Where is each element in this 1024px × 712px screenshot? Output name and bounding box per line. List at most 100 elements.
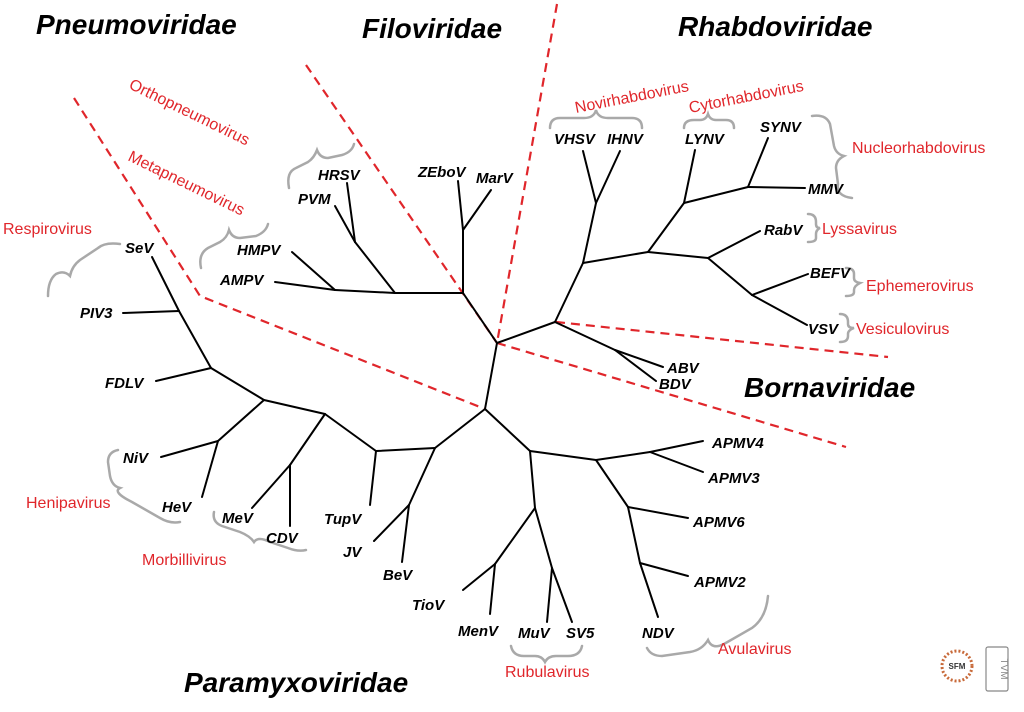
branch <box>707 257 753 296</box>
genus-label-orthopneumovirus: Orthopneumovirus <box>126 76 252 149</box>
leaf-label-pvm: PVM <box>298 191 331 208</box>
genus-label-respirovirus: Respirovirus <box>3 221 92 238</box>
branch <box>582 251 649 264</box>
brace-novirhabdovirus <box>548 109 644 130</box>
tree-branches <box>122 137 809 623</box>
branch <box>434 408 486 449</box>
divider-pneumo-filo <box>305 64 498 344</box>
leaf-label-lynv: LYNV <box>685 131 726 148</box>
branch <box>747 186 806 189</box>
tvm-logo: TVM <box>985 646 1009 692</box>
leaf-label-menv: MenV <box>458 623 500 640</box>
genus-label-novirhabdovirus: Novirhabdovirus <box>574 78 691 117</box>
family-labels: Pneumoviridae Filoviridae Rhabdoviridae … <box>36 9 915 698</box>
branch <box>529 450 536 509</box>
branch <box>595 459 629 508</box>
branch <box>595 150 621 204</box>
brace-morbillivirus <box>212 510 308 552</box>
branch <box>534 507 553 569</box>
branch <box>408 447 436 506</box>
branch <box>373 504 410 542</box>
branch <box>210 367 265 401</box>
branch <box>496 321 556 344</box>
leaf-label-vhsv: VHSV <box>554 131 597 148</box>
branch <box>484 408 531 452</box>
leaf-label-rabv: RabV <box>764 222 804 239</box>
leaf-label-mev: MeV <box>222 510 255 527</box>
family-label-bornaviridae: Bornaviridae <box>744 372 915 403</box>
leaf-label-zebov: ZEboV <box>417 164 467 181</box>
branch <box>457 180 464 231</box>
branch <box>217 399 265 442</box>
genus-label-ephemerovirus: Ephemerovirus <box>866 278 974 295</box>
brace-metapneumovirus <box>199 222 270 270</box>
branch <box>263 399 326 415</box>
branch <box>178 310 212 369</box>
branch <box>639 562 689 577</box>
leaf-label-ndv: NDV <box>642 625 676 642</box>
branch <box>747 137 769 188</box>
leaf-label-jv: JV <box>343 544 363 561</box>
genus-label-nucleorhabdovirus: Nucleorhabdovirus <box>852 140 985 157</box>
family-label-filoviridae: Filoviridae <box>362 13 502 44</box>
branch <box>151 256 180 312</box>
leaf-label-hev: HeV <box>162 499 193 516</box>
branch <box>289 413 326 466</box>
branch <box>489 563 496 615</box>
brace-orthopneumovirus <box>287 142 356 190</box>
leaf-label-befv: BEFV <box>810 265 852 282</box>
branch <box>751 294 808 326</box>
branch <box>554 321 616 351</box>
branch <box>160 440 219 458</box>
sfm-logo-text: SFM <box>949 662 966 671</box>
leaf-label-sv5: SV5 <box>566 625 595 642</box>
branch <box>155 367 212 382</box>
branch <box>369 450 377 506</box>
leaf-label-tiov: TioV <box>412 597 446 614</box>
branch <box>639 562 659 618</box>
branch <box>649 440 704 453</box>
leaf-label-piv3: PIV3 <box>80 305 113 322</box>
sfm-logo: SFM <box>940 649 974 683</box>
leaf-label-vsv: VSV <box>808 321 840 338</box>
branch <box>751 273 809 296</box>
genus-label-vesiculovirus: Vesiculovirus <box>856 321 949 338</box>
leaf-label-ihnv: IHNV <box>607 131 645 148</box>
leaf-label-niv: NiV <box>123 450 150 467</box>
family-label-pneumoviridae: Pneumoviridae <box>36 9 237 40</box>
branch <box>627 506 689 519</box>
divider-filo-rhabdo <box>495 3 559 344</box>
leaf-label-bev: BeV <box>383 567 414 584</box>
branch <box>334 205 356 243</box>
genus-label-metapneumovirus: Metapneumovirus <box>125 148 247 219</box>
branch <box>462 292 498 344</box>
genus-label-cytorhabdovirus: Cytorhabdovirus <box>688 78 806 117</box>
leaf-label-apmv3: APMV3 <box>707 470 760 487</box>
branch <box>274 281 336 291</box>
brace-nucleorhabdovirus <box>810 114 854 200</box>
brace-avulavirus <box>645 594 770 658</box>
branch <box>291 251 336 291</box>
branch <box>462 189 492 231</box>
family-dividers <box>73 3 889 449</box>
leaf-label-hrsv: HRSV <box>318 167 362 184</box>
brace-cytorhabdovirus <box>682 110 736 130</box>
leaf-label-apmv6: APMV6 <box>692 514 745 531</box>
branch <box>649 451 704 473</box>
branch <box>647 251 709 259</box>
branch <box>614 349 657 382</box>
branch <box>627 506 641 564</box>
genus-label-henipavirus: Henipavirus <box>26 495 110 512</box>
branch <box>529 450 597 461</box>
branch <box>551 567 573 623</box>
tvm-logo-box <box>985 646 1009 692</box>
brace-rubulavirus <box>509 644 584 665</box>
branch <box>707 230 761 259</box>
leaf-label-synv: SYNV <box>760 119 803 136</box>
leaf-label-ampv: AMPV <box>219 272 265 289</box>
genus-label-rubulavirus: Rubulavirus <box>505 664 589 681</box>
branch <box>546 567 553 623</box>
divider-borna-paramyxo <box>496 341 847 449</box>
divider-rhabdo-borna <box>555 320 889 359</box>
